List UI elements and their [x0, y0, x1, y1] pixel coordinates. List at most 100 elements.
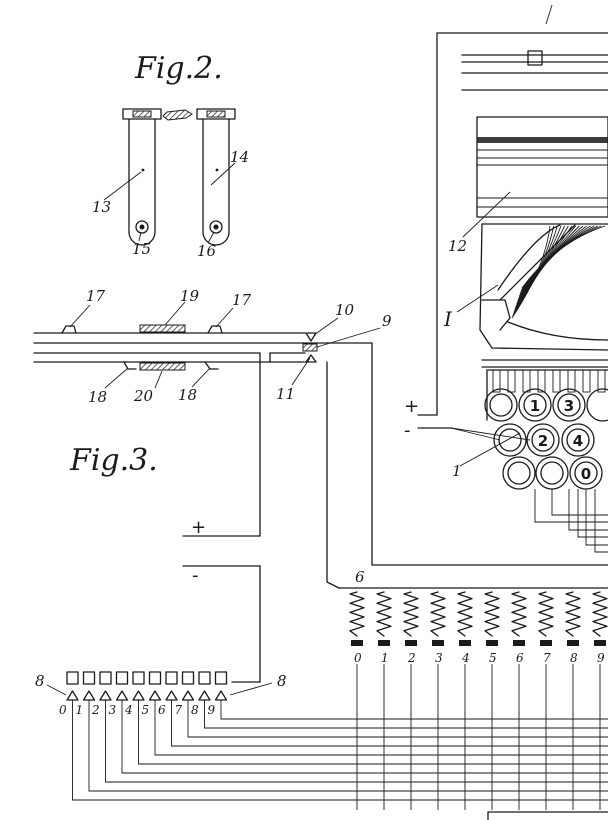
contact-box [66, 671, 79, 685]
fig2-label-16: 16 [197, 242, 217, 260]
contact-arrow [66, 690, 79, 701]
relay-coil [403, 591, 419, 637]
coil-terminal [513, 640, 525, 646]
contact-box [99, 671, 112, 685]
key-lever [582, 369, 591, 393]
key-lever [597, 369, 606, 393]
battery-minus: - [192, 565, 199, 586]
relay-coil [376, 591, 392, 637]
key-1[interactable]: 1 [518, 388, 552, 422]
key-lever [567, 369, 576, 393]
contact-arrow [148, 690, 162, 701]
contact-box [148, 671, 162, 685]
fig2-leaders [103, 162, 236, 244]
contact-box [181, 671, 195, 685]
coil-terminal [378, 640, 390, 646]
coil-label: 4 [461, 651, 470, 665]
coil-terminal [486, 640, 498, 646]
contact-box [82, 671, 96, 685]
label-1: 1 [452, 462, 462, 480]
bus-wire [187, 700, 608, 738]
key-lever [492, 369, 501, 393]
input-plus: + [404, 396, 419, 417]
contact-arrow [181, 690, 195, 701]
contact-box [115, 671, 129, 685]
fig3-label-11: 11 [276, 385, 295, 403]
fig3-label-9: 9 [382, 312, 392, 330]
key-4[interactable]: 4 [561, 423, 595, 457]
fig3-label-19: 19 [180, 287, 200, 305]
coil-label: 9 [597, 651, 605, 665]
label-8-left: 8 [35, 672, 45, 690]
coil-label: 3 [435, 651, 443, 665]
circuit-wires [182, 32, 608, 683]
battery-plus: + [191, 517, 206, 538]
contact-digit: 7 [175, 703, 183, 717]
relay-coil [457, 591, 473, 637]
contact-digit: 6 [158, 703, 166, 717]
key-2[interactable]: 2 [526, 423, 560, 457]
fig3-label-10: 10 [335, 301, 355, 319]
coil-terminal [594, 640, 606, 646]
bus-wire [204, 700, 608, 729]
relay-coil [484, 591, 500, 637]
coil-label: 5 [489, 651, 497, 665]
key-3[interactable]: 3 [552, 388, 586, 422]
label-12: 12 [448, 237, 467, 255]
fig3-leaders [69, 301, 381, 389]
coil-label: 1 [381, 651, 389, 665]
key-0[interactable]: 0 [569, 456, 603, 490]
contact-arrow [99, 690, 112, 701]
contact-digit: 2 [91, 703, 100, 717]
contact-arrow [165, 690, 178, 701]
key-lever [522, 369, 531, 393]
contact-box [165, 671, 178, 685]
key-lever [537, 369, 546, 393]
key-blank-5[interactable] [535, 456, 569, 490]
bus-wire [72, 700, 608, 801]
fig3-label-17a: 17 [86, 287, 106, 305]
contact-row [66, 671, 228, 701]
fig2-label-14: 14 [230, 148, 249, 166]
bus-wire [88, 700, 608, 792]
contact-digit: 1 [76, 703, 84, 717]
bus-wire [105, 700, 608, 783]
key-4-label: 4 [573, 432, 583, 450]
typebar-basket [479, 223, 608, 368]
relay-coil [511, 591, 527, 637]
fig2-title: Fig.2. [134, 51, 223, 86]
key-0-label: 0 [581, 465, 591, 483]
contact-digit: 5 [142, 703, 150, 717]
key-blank-4[interactable] [502, 456, 536, 490]
relay-coil [592, 591, 608, 637]
contact-arrow [115, 690, 129, 701]
keyboard: 1 3 2 4 [484, 388, 608, 490]
fig2-lever-14 [196, 108, 236, 246]
fig2-lever-13 [122, 108, 162, 246]
key-blank-1[interactable] [484, 388, 518, 422]
bus-wire [121, 700, 608, 774]
typebars [511, 225, 606, 319]
key-blank-2[interactable] [586, 388, 608, 422]
relay-coil [349, 591, 365, 637]
bus-wire [154, 700, 608, 756]
label-8-right: 8 [277, 672, 287, 690]
relay-coil [538, 591, 554, 637]
contact-arrow [214, 690, 228, 701]
fig3-contact-bars [33, 324, 373, 371]
key-2-label: 2 [538, 432, 548, 450]
coil-terminal [432, 640, 444, 646]
key-lever [507, 369, 516, 393]
contact-digit: 0 [59, 703, 67, 717]
label-I: I [443, 307, 453, 331]
contact-box [198, 671, 211, 685]
coil-label: 8 [570, 651, 578, 665]
bus-wires [72, 700, 608, 801]
contact-box [132, 671, 145, 685]
contact-arrow [198, 690, 211, 701]
coil-label: 0 [354, 651, 362, 665]
label-6: 6 [355, 568, 365, 586]
